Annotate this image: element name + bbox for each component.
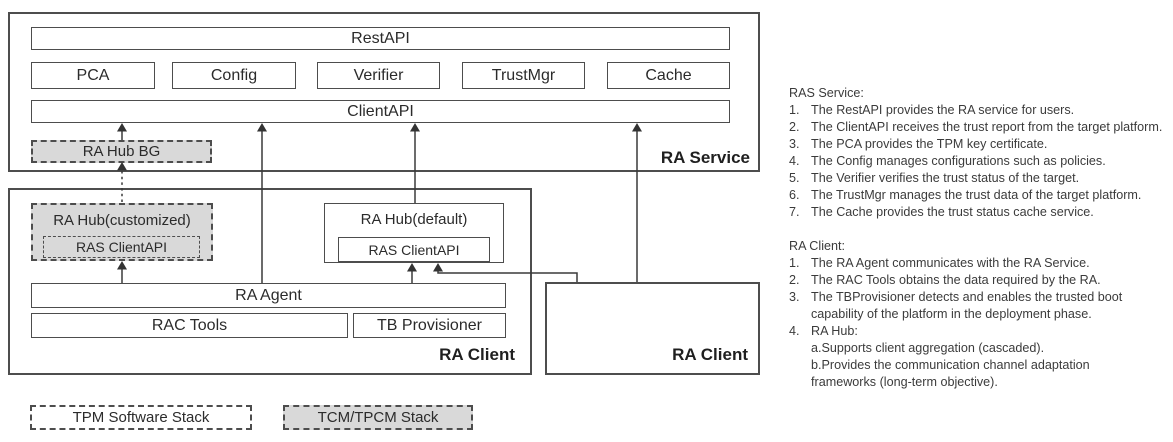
cache-label: Cache bbox=[645, 66, 692, 84]
config-label: Config bbox=[210, 66, 258, 84]
ras-clientapi-customized-box: RAS ClientAPI bbox=[43, 236, 200, 258]
trustmgr-box: TrustMgr bbox=[462, 62, 585, 89]
list-item: 2. The ClientAPI receives the trust repo… bbox=[789, 120, 1163, 134]
list-item: 2. The RAC Tools obtains the data requir… bbox=[789, 273, 1101, 287]
list-item: 3. The PCA provides the TPM key certific… bbox=[789, 137, 1048, 151]
list-item: 1. The RestAPI provides the RA service f… bbox=[789, 103, 1075, 117]
tb-provisioner-label: TB Provisioner bbox=[377, 316, 482, 334]
ra-hub-bg-box: RA Hub BG bbox=[31, 140, 212, 163]
cache-box: Cache bbox=[607, 62, 730, 89]
rac-tools-box: RAC Tools bbox=[31, 313, 348, 338]
verifier-label: Verifier bbox=[353, 66, 404, 84]
list-item: 4. The Config manages configurations suc… bbox=[789, 154, 1106, 168]
pca-box: PCA bbox=[31, 62, 155, 89]
ra-client-right-label: RA Client bbox=[672, 345, 748, 364]
trustmgr-label: TrustMgr bbox=[491, 66, 556, 84]
legend-tcm-label: TCM/TPCM Stack bbox=[317, 409, 439, 426]
restapi-box: RestAPI bbox=[31, 27, 730, 50]
list-item: 3. The TBProvisioner detects and enables… bbox=[789, 290, 1123, 321]
legend-tpm-label: TPM Software Stack bbox=[72, 409, 210, 426]
ras-clientapi-default-box: RAS ClientAPI bbox=[338, 237, 490, 262]
ra-agent-label: RA Agent bbox=[235, 286, 302, 304]
clientapi-label: ClientAPI bbox=[347, 102, 414, 120]
ra-hub-customized-label: RA Hub(customized) bbox=[53, 212, 191, 229]
ra-client-left-label: RA Client bbox=[439, 345, 515, 364]
legend-tcm-tpcm-stack-box: TCM/TPCM Stack bbox=[283, 405, 473, 430]
ra-agent-box: RA Agent bbox=[31, 283, 506, 308]
notes-section-ra-client: RA Client: 1. The RA Agent communicates … bbox=[789, 238, 1173, 391]
ras-clientapi-customized-label: RAS ClientAPI bbox=[75, 239, 168, 255]
notes-panel: RAS Service: 1. The RestAPI provides the… bbox=[789, 85, 1173, 391]
rac-tools-label: RAC Tools bbox=[151, 316, 228, 334]
ra-hub-bg-label: RA Hub BG bbox=[82, 143, 161, 160]
notes-ra-client-title: RA Client: bbox=[789, 239, 845, 253]
restapi-label: RestAPI bbox=[351, 29, 410, 47]
list-item: 7. The Cache provides the trust status c… bbox=[789, 205, 1094, 219]
list-item: 1. The RA Agent communicates with the RA… bbox=[789, 256, 1090, 270]
ra-client-right-container-box bbox=[545, 282, 760, 375]
legend-tpm-software-stack-box: TPM Software Stack bbox=[30, 405, 252, 430]
ra-service-label: RA Service bbox=[660, 148, 750, 167]
ra-hub-default-label: RA Hub(default) bbox=[360, 211, 468, 228]
pca-label: PCA bbox=[76, 66, 110, 84]
notes-section-ras-service: RAS Service: 1. The RestAPI provides the… bbox=[789, 85, 1173, 221]
list-item: 6. The TrustMgr manages the trust data o… bbox=[789, 188, 1142, 202]
tb-provisioner-box: TB Provisioner bbox=[353, 313, 506, 338]
clientapi-box: ClientAPI bbox=[31, 100, 730, 123]
ras-clientapi-default-label: RAS ClientAPI bbox=[368, 241, 460, 258]
list-item: 5. The Verifier verifies the trust statu… bbox=[789, 171, 1080, 185]
notes-ras-service-title: RAS Service: bbox=[789, 86, 864, 100]
list-item: 4. RA Hub: a.Supports client aggregation… bbox=[789, 324, 1090, 389]
config-box: Config bbox=[172, 62, 296, 89]
verifier-box: Verifier bbox=[317, 62, 440, 89]
